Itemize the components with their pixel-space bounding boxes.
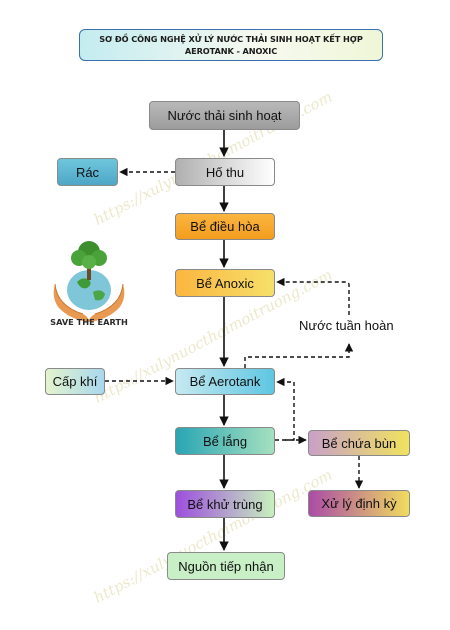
node-be-chua-bun: Bể chứa bùn (308, 430, 410, 456)
node-be-anoxic: Bể Anoxic (175, 269, 275, 297)
node-rac: Rác (57, 158, 118, 186)
node-ho-thu: Hố thu (175, 158, 275, 186)
node-xu-ly-dinh-ky: Xử lý định kỳ (308, 490, 410, 517)
node-be-aerotank: Bể Aerotank (175, 368, 275, 395)
logo-caption: SAVE THE EARTH (50, 317, 128, 327)
diagram-title: SƠ ĐỒ CÔNG NGHỆ XỬ LÝ NƯỚC THẢI SINH HOẠ… (79, 29, 383, 61)
node-be-dieu-hoa: Bể điều hòa (175, 213, 275, 240)
node-be-lang: Bể lắng (175, 427, 275, 455)
node-nuoc-thai-sinh-hoat: Nước thải sinh hoạt (149, 101, 300, 130)
node-cap-khi: Cấp khí (45, 368, 105, 395)
title-line-2: AEROTANK - ANOXIC (184, 46, 278, 56)
arrow-aerotank-tuanhoan (244, 343, 354, 368)
arrow-lang-aerotank (276, 377, 295, 441)
node-nguon-tiep-nhan: Nguồn tiếp nhận (167, 552, 285, 580)
label-nuoc-tuan-hoan: Nước tuần hoàn (299, 318, 394, 333)
save-the-earth-logo-icon (53, 241, 125, 322)
arrow-tuanhoan-anoxic (276, 277, 350, 315)
title-line-1: SƠ ĐỒ CÔNG NGHỆ XỬ LÝ NƯỚC THẢI SINH HOẠ… (99, 34, 363, 44)
node-be-khu-trung: Bể khử trùng (175, 490, 275, 518)
